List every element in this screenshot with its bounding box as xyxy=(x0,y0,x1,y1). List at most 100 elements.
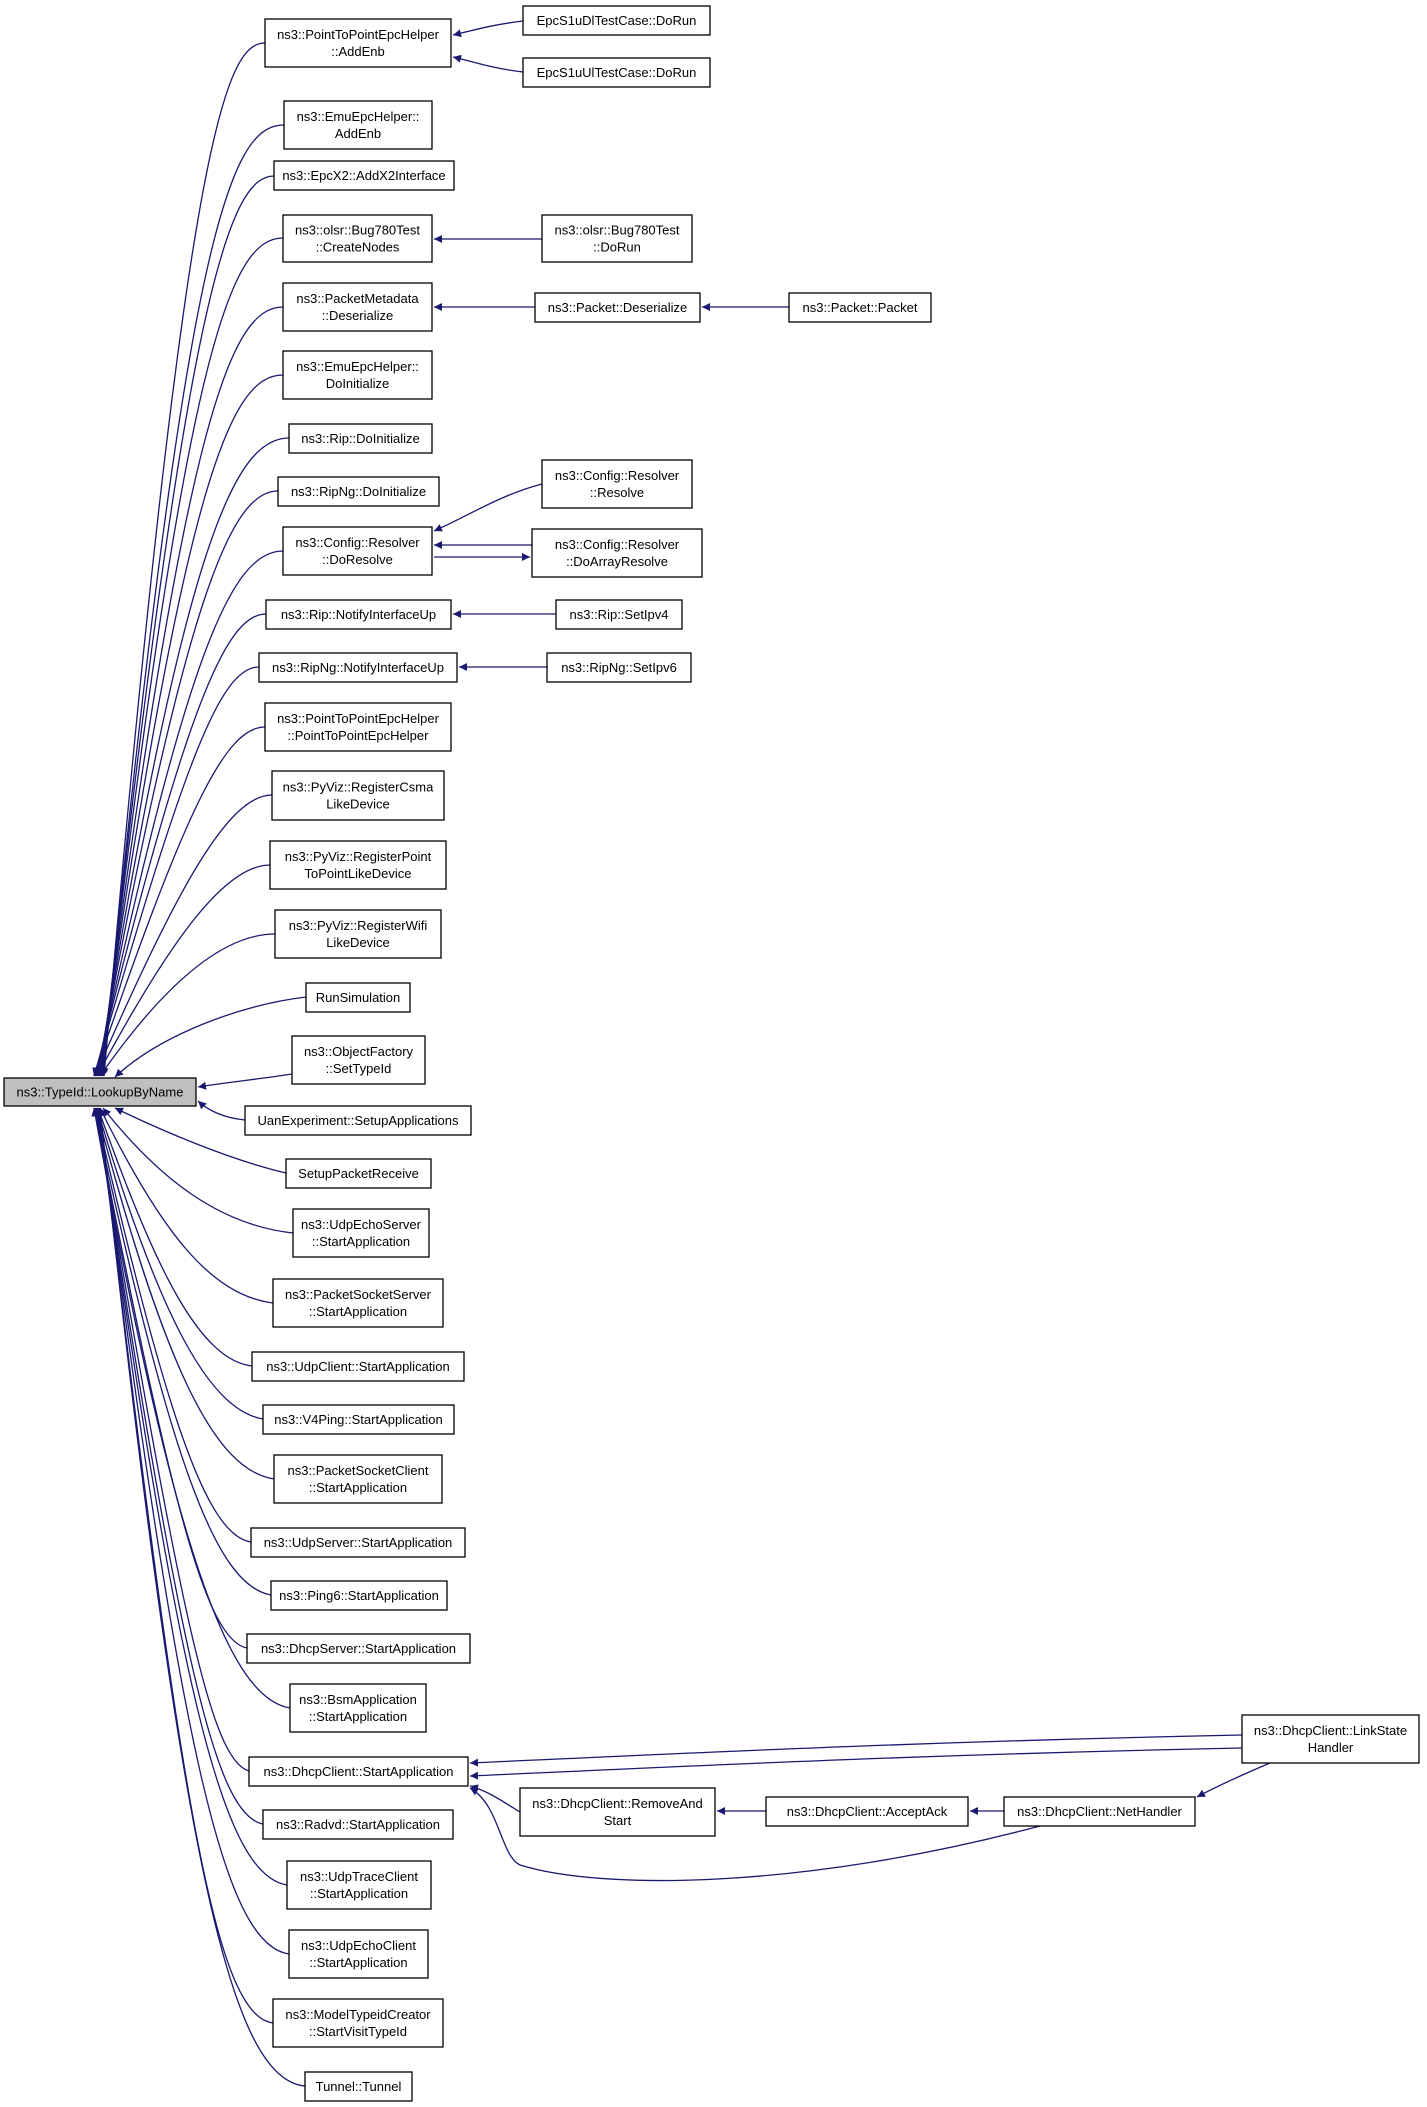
node-label: ns3::RipNg::SetIpv6 xyxy=(561,660,677,675)
call-edge xyxy=(1196,1762,1271,1798)
node-label: ::StartApplication xyxy=(309,1955,407,1970)
node-label: ns3::olsr::Bug780Test xyxy=(554,223,679,238)
node-label: ns3::UdpEchoServer xyxy=(301,1217,422,1232)
node-label: ::StartApplication xyxy=(309,1304,407,1319)
node-label: ns3::Rip::SetIpv4 xyxy=(570,607,669,622)
nodes-layer: ns3::TypeId::LookupByName ns3::PointToPoi… xyxy=(3,5,1420,2102)
call-edge xyxy=(92,666,260,1077)
function-node[interactable]: ns3::PacketSocketServer::StartApplicatio… xyxy=(272,1278,444,1328)
function-node[interactable]: ns3::UdpServer::StartApplication xyxy=(250,1527,466,1558)
function-node[interactable]: ns3::Ping6::StartApplication xyxy=(270,1580,448,1611)
node-box xyxy=(246,1633,471,1664)
node-box xyxy=(289,1683,427,1733)
function-node[interactable]: ns3::ModelTypeidCreator::StartVisitTypeI… xyxy=(272,1998,444,2048)
node-box xyxy=(282,282,433,332)
node-label: AddEnb xyxy=(335,126,381,141)
function-node[interactable]: ns3::BsmApplication::StartApplication xyxy=(289,1683,427,1733)
node-box xyxy=(269,840,447,890)
function-node[interactable]: ns3::UdpEchoServer::StartApplication xyxy=(292,1208,430,1258)
node-box xyxy=(531,528,703,578)
function-node[interactable]: ns3::Config::Resolver::DoResolve xyxy=(282,526,433,576)
call-edge xyxy=(96,864,271,1077)
node-label: ns3::PacketSocketServer xyxy=(285,1287,432,1302)
function-node[interactable]: ns3::Rip::DoInitialize xyxy=(288,423,433,454)
function-node[interactable]: ns3::PyViz::RegisterPointToPointLikeDevi… xyxy=(269,840,447,890)
function-node[interactable]: ns3::UdpClient::StartApplication xyxy=(251,1351,465,1382)
node-box xyxy=(250,1527,466,1558)
node-label: ::CreateNodes xyxy=(316,240,400,255)
function-node[interactable]: ns3::olsr::Bug780Test::CreateNodes xyxy=(282,214,433,263)
node-label: ::StartVisitTypeId xyxy=(309,2024,407,2039)
function-node[interactable]: ns3::PointToPointEpcHelper::PointToPoint… xyxy=(264,702,452,752)
function-node[interactable]: ns3::Packet::Deserialize xyxy=(534,292,701,323)
call-edge xyxy=(197,1073,293,1090)
function-node[interactable]: ns3::PacketMetadata::Deserialize xyxy=(282,282,433,332)
function-node[interactable]: ns3::Rip::SetIpv4 xyxy=(555,599,683,630)
function-node[interactable]: ns3::EmuEpcHelper::AddEnb xyxy=(283,100,433,150)
function-node[interactable]: ns3::DhcpClient::StartApplication xyxy=(248,1756,469,1787)
function-node[interactable]: ns3::Config::Resolver::DoArrayResolve xyxy=(531,528,703,578)
node-label: ::PointToPointEpcHelper xyxy=(288,728,430,743)
function-node[interactable]: ns3::EmuEpcHelper::DoInitialize xyxy=(282,350,433,400)
function-node[interactable]: ns3::ObjectFactory::SetTypeId xyxy=(291,1035,426,1085)
node-box xyxy=(522,5,711,36)
node-label: ns3::Packet::Packet xyxy=(803,300,918,315)
call-edge xyxy=(433,483,543,532)
function-node[interactable]: RunSimulation xyxy=(305,982,411,1013)
node-box xyxy=(765,1796,969,1827)
function-node[interactable]: ns3::RipNg::NotifyInterfaceUp xyxy=(258,652,458,683)
function-node[interactable]: ns3::RipNg::SetIpv6 xyxy=(546,652,692,683)
function-node[interactable]: ns3::DhcpServer::StartApplication xyxy=(246,1633,471,1664)
call-edge xyxy=(94,794,273,1077)
node-label: ns3::Config::Resolver xyxy=(555,468,680,483)
function-node[interactable]: ns3::PacketSocketClient::StartApplicatio… xyxy=(273,1454,443,1504)
function-node[interactable]: ns3::Rip::NotifyInterfaceUp xyxy=(265,599,452,630)
node-label: Tunnel::Tunnel xyxy=(316,2079,402,2094)
function-node[interactable]: ns3::RipNg::DoInitialize xyxy=(277,476,440,507)
call-edge xyxy=(95,1107,264,1420)
function-node[interactable]: ns3::olsr::Bug780Test::DoRun xyxy=(541,214,693,263)
node-box xyxy=(291,1035,426,1085)
call-edge xyxy=(452,54,524,73)
node-box xyxy=(277,476,440,507)
node-label: ::Deserialize xyxy=(322,308,394,323)
node-label: ns3::BsmApplication xyxy=(299,1692,417,1707)
function-node[interactable]: UanExperiment::SetupApplications xyxy=(244,1105,472,1136)
function-node[interactable]: ns3::DhcpClient::AcceptAck xyxy=(765,1796,969,1827)
node-label: ns3::PointToPointEpcHelper xyxy=(277,27,440,42)
function-node[interactable]: EpcS1uUlTestCase::DoRun xyxy=(522,57,711,88)
node-label: ::StartApplication xyxy=(312,1234,410,1249)
function-node[interactable]: ns3::V4Ping::StartApplication xyxy=(262,1404,455,1435)
node-box xyxy=(272,1278,444,1328)
node-box xyxy=(264,702,452,752)
call-edge xyxy=(97,237,284,1077)
function-node[interactable]: Tunnel::Tunnel xyxy=(304,2071,413,2102)
node-box xyxy=(541,459,693,509)
node-label: SetupPacketReceive xyxy=(298,1166,419,1181)
node-label: ns3::PacketSocketClient xyxy=(288,1463,429,1478)
node-box xyxy=(285,1158,432,1189)
node-box xyxy=(282,350,433,400)
function-node[interactable]: ns3::DhcpClient::NetHandler xyxy=(1003,1796,1196,1827)
function-node[interactable]: ns3::Packet::Packet xyxy=(788,292,932,323)
call-edge xyxy=(95,437,290,1077)
function-node[interactable]: ns3::UdpTraceClient::StartApplication xyxy=(286,1860,432,1910)
function-node[interactable]: SetupPacketReceive xyxy=(285,1158,432,1189)
call-edge xyxy=(114,996,307,1078)
call-edge xyxy=(452,20,524,38)
root-function-node[interactable]: ns3::TypeId::LookupByName xyxy=(3,1077,197,1107)
function-node[interactable]: ns3::EpcX2::AddX2Interface xyxy=(273,160,455,191)
node-box xyxy=(272,1998,444,2048)
node-box xyxy=(534,292,701,323)
function-node[interactable]: ns3::Config::Resolver::Resolve xyxy=(541,459,693,509)
function-node[interactable]: ns3::UdpEchoClient::StartApplication xyxy=(288,1929,429,1979)
function-node[interactable]: EpcS1uDlTestCase::DoRun xyxy=(522,5,711,36)
node-label: ns3::V4Ping::StartApplication xyxy=(274,1412,442,1427)
function-node[interactable]: ns3::Radvd::StartApplication xyxy=(262,1809,454,1840)
function-node[interactable]: ns3::PointToPointEpcHelper::AddEnb xyxy=(264,18,452,68)
